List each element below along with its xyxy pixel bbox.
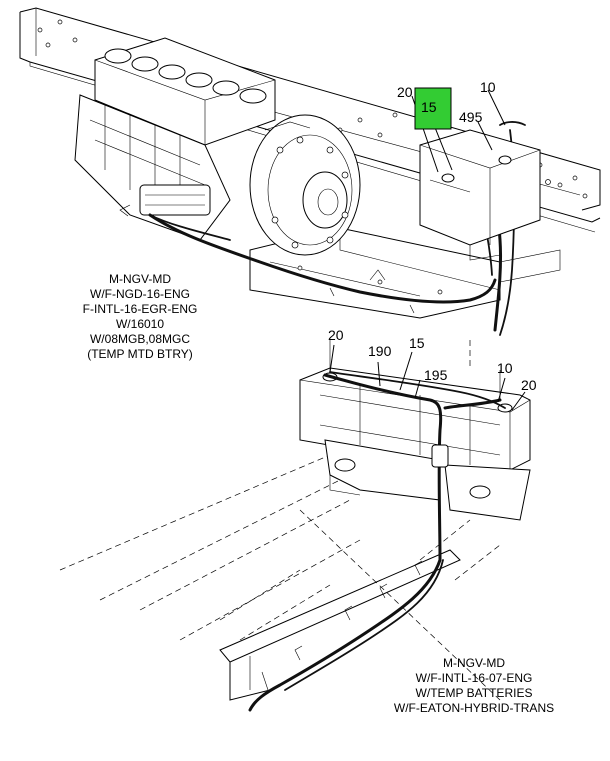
upper-caption-line-1: M-NGV-MD: [109, 272, 171, 286]
lower-callout-190[interactable]: 190: [368, 343, 392, 359]
callout-15[interactable]: 15: [421, 99, 437, 115]
highlight-box: [414, 87, 452, 130]
lower-leader-lines: [329, 344, 526, 411]
upper-caption-line-3: F-INTL-16-EGR-ENG: [83, 302, 198, 316]
upper-caption-line-5: W/08MGB,08MGC: [90, 332, 190, 346]
engine-block: [74, 37, 276, 241]
callout-495[interactable]: 495: [459, 109, 483, 125]
callout-20[interactable]: 20: [397, 84, 413, 100]
lower-caption-line-2: W/F-INTL-16-07-ENG: [416, 671, 533, 685]
lower-caption-line-4: W/F-EATON-HYBRID-TRANS: [394, 701, 554, 715]
upper-view: 20 15 10 495 M-NGV-MD W/F-NGD-16-ENG F-I…: [19, 7, 601, 361]
lower-frame-rail: [219, 549, 461, 701]
upper-caption-line-6: (TEMP MTD BTRY): [87, 347, 193, 361]
lower-frame-phantom-lines: [59, 340, 501, 701]
lower-callout-20-left[interactable]: 20: [328, 327, 344, 343]
upper-battery-box: [419, 129, 541, 261]
upper-frame-rail: [19, 7, 601, 233]
upper-caption-line-2: W/F-NGD-16-ENG: [90, 287, 190, 301]
lower-callout-20-right[interactable]: 20: [521, 377, 537, 393]
lower-caption-line-3: W/TEMP BATTERIES: [416, 686, 533, 700]
lower-callout-15[interactable]: 15: [409, 335, 425, 351]
callout-10[interactable]: 10: [480, 79, 496, 95]
transmission-housing: [249, 114, 361, 256]
lower-wiring-harness: [248, 340, 506, 712]
lower-bracket: [324, 439, 531, 521]
lower-view: 20 190 15 195 10 20 M-NGV-MD W/F-INTL-16…: [59, 327, 554, 715]
lower-callout-195[interactable]: 195: [424, 367, 448, 383]
lower-caption-line-1: M-NGV-MD: [443, 656, 505, 670]
upper-caption-line-4: W/16010: [116, 317, 164, 331]
lower-callout-10[interactable]: 10: [497, 360, 513, 376]
